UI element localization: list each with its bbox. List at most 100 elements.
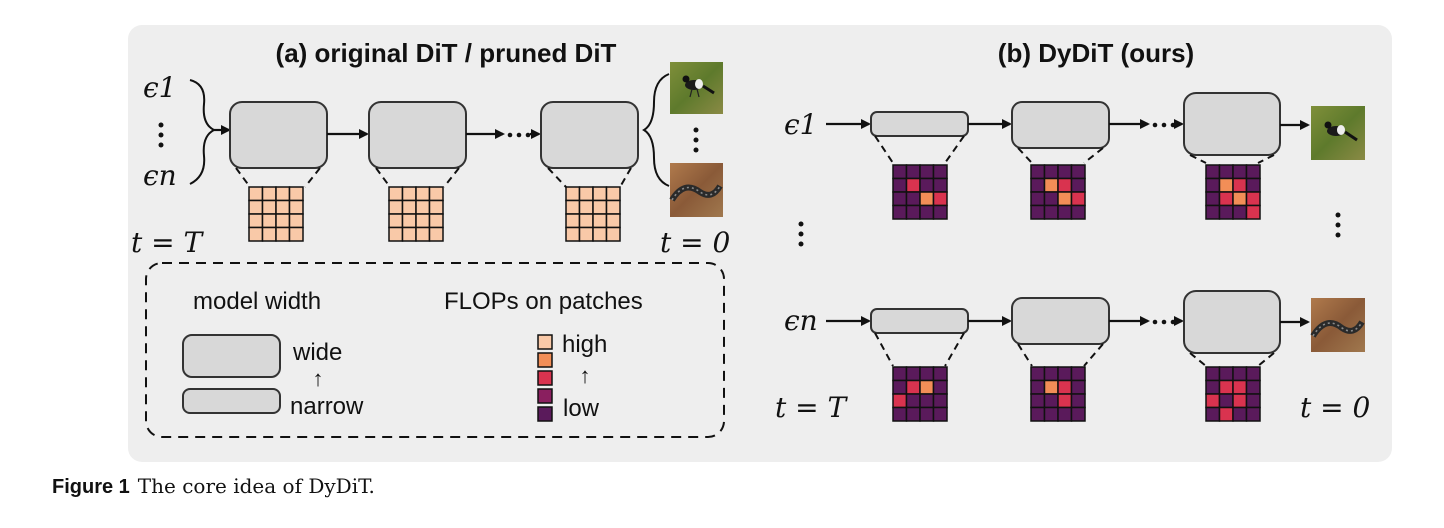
patch-cell (932, 164, 948, 180)
patch-cell (1245, 177, 1261, 193)
patch-cell (1057, 379, 1073, 395)
patch-cell (892, 393, 908, 409)
panel-a-title: (a) original DiT / pruned DiT (276, 38, 617, 68)
patch-cell (592, 226, 608, 242)
legend-flops-swatches (537, 334, 553, 422)
panel-b-row1-ellipsis (1152, 122, 1176, 128)
patch-cell (288, 186, 304, 202)
patch-cell (1232, 204, 1248, 220)
panel-a-output-image-snake (669, 163, 723, 217)
patch-cell (1232, 379, 1248, 395)
patch-cell (1057, 191, 1073, 207)
patch-cell (261, 213, 277, 229)
legend-wide-label: wide (292, 339, 342, 366)
patch-cell (932, 366, 948, 382)
patch-cell (1232, 393, 1248, 409)
patch-cell (1070, 177, 1086, 193)
patch-cell (605, 226, 621, 242)
dynamic-patch-heatmap-3 (1205, 164, 1261, 220)
panel-a-epsilon-n: ϵn (143, 159, 177, 192)
patch-cell (1070, 164, 1086, 180)
panel-b-vertical-dots-right (1335, 212, 1341, 238)
patch-cell (1232, 164, 1248, 180)
panel-b-row2-block-3 (1183, 290, 1281, 354)
panel-b-epsilon-1: ϵ1 (784, 108, 818, 141)
patch-cell (1232, 366, 1248, 382)
panel-a-output-image-bird (670, 62, 723, 114)
legend-box (145, 262, 725, 438)
patch-cell (1070, 191, 1086, 207)
patch-cell (892, 177, 908, 193)
patch-cell (1245, 379, 1261, 395)
panel-b-row2-block-1 (870, 308, 969, 334)
patch-cell (932, 379, 948, 395)
panel-a-vertical-dots-right (693, 127, 699, 153)
panel-b-t-start: t = T (775, 391, 849, 424)
patch-cell (428, 199, 444, 215)
panel-a-vertical-dots (158, 122, 164, 148)
patch-cell (892, 379, 908, 395)
patch-cell (275, 226, 291, 242)
patch-cell (919, 366, 935, 382)
patch-cell (275, 213, 291, 229)
patch-cell (565, 199, 581, 215)
patch-cell (261, 226, 277, 242)
patch-cell (1218, 379, 1234, 395)
patch-cell (892, 204, 908, 220)
patch-cell (919, 393, 935, 409)
patch-cell (905, 177, 921, 193)
patch-cell (1043, 379, 1059, 395)
panel-b-row2-output-image-snake (1310, 298, 1365, 352)
patch-cell (1043, 393, 1059, 409)
patch-cell (275, 199, 291, 215)
legend-width-arrow: ↑ (313, 366, 324, 391)
patch-cell (1218, 164, 1234, 180)
panel-a-epsilon-1: ϵ1 (143, 71, 177, 104)
patch-cell (401, 226, 417, 242)
legend-swatch-5 (537, 406, 553, 422)
patch-cell (932, 393, 948, 409)
patch-cell (248, 199, 264, 215)
patch-cell (1245, 366, 1261, 382)
patch-cell (261, 186, 277, 202)
patch-cell (1205, 164, 1221, 180)
patch-cell (932, 406, 948, 422)
panel-b-patch-heatmaps (892, 164, 1261, 422)
patch-cell (1057, 366, 1073, 382)
patch-cell (415, 226, 431, 242)
patch-cell (1245, 393, 1261, 409)
patch-cell (1030, 177, 1046, 193)
patch-cell (1043, 406, 1059, 422)
patch-cell (919, 204, 935, 220)
patch-cell (1232, 191, 1248, 207)
patch-cell (605, 199, 621, 215)
patch-cell (578, 226, 594, 242)
patch-cell (919, 406, 935, 422)
patch-cell (592, 199, 608, 215)
patch-cell (1205, 204, 1221, 220)
legend-swatch-4 (537, 388, 553, 404)
panel-a-dit-block-3 (540, 101, 639, 169)
patch-cell (1245, 164, 1261, 180)
patch-cell (565, 186, 581, 202)
panel-b-epsilon-n: ϵn (784, 304, 818, 337)
patch-cell (605, 186, 621, 202)
patch-cell (1245, 406, 1261, 422)
patch-cell (1218, 393, 1234, 409)
patch-cell (1043, 204, 1059, 220)
patch-cell (388, 199, 404, 215)
patch-cell (288, 226, 304, 242)
patch-cell (565, 213, 581, 229)
patch-cell (1043, 177, 1059, 193)
panel-b-row2-ellipsis (1152, 319, 1176, 325)
patch-cell (905, 379, 921, 395)
patch-cell (248, 213, 264, 229)
legend-swatch-3 (537, 370, 553, 386)
panel-a-dit-block-1 (229, 101, 328, 169)
uniform-patch-grid-1 (248, 186, 304, 242)
panel-a-t-end: t = 0 (660, 226, 730, 259)
legend-narrow-block (182, 388, 281, 414)
legend-swatch-1 (537, 334, 553, 350)
caption-label: Figure 1 (52, 476, 130, 498)
